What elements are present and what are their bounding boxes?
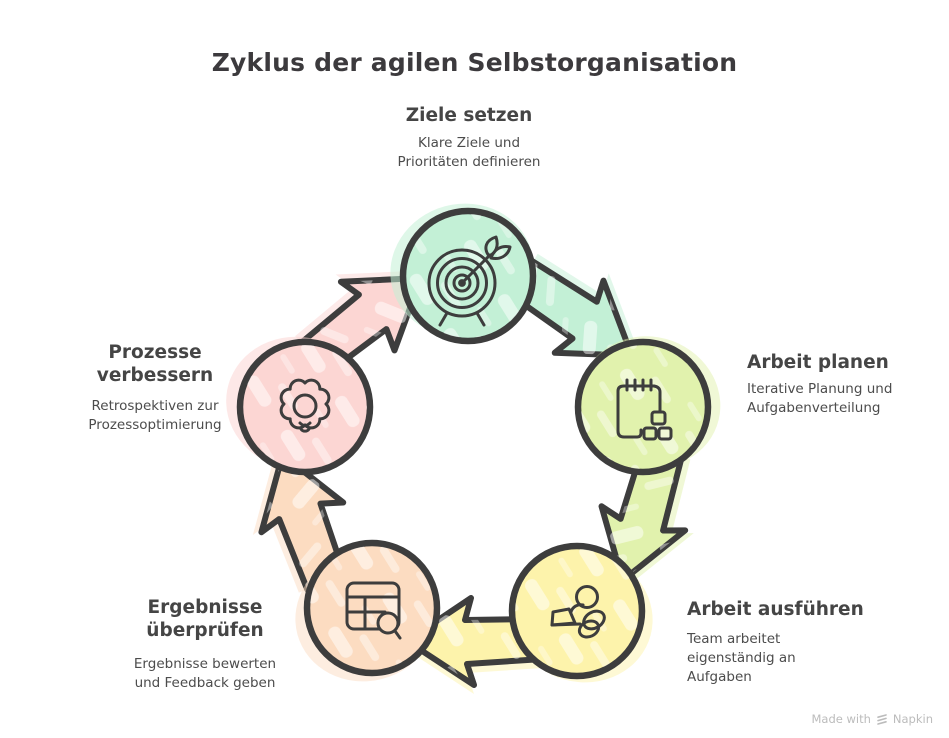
node-label: Ziele setzen <box>405 105 533 126</box>
node-circle-ergebnisse-ueberpruefen <box>295 539 441 682</box>
node-label: Arbeit ausführen <box>687 599 864 620</box>
node-text-prozesse-verbessern: Prozesse verbessern Retrospektiven zur P… <box>0 341 310 435</box>
node-label: Prozesse verbessern <box>96 342 214 386</box>
node-circle-prozesse-verbessern <box>226 336 374 476</box>
node-circle-arbeit-planen <box>574 336 721 476</box>
table-search-icon <box>345 581 402 640</box>
node-circle-ziele-setzen <box>390 203 537 345</box>
person-laptop-icon <box>550 585 606 639</box>
watermark-prefix: Made with <box>811 712 871 726</box>
node-desc: Ergebnisse bewerten und Feedback geben <box>133 656 277 691</box>
watermark-brand: Napkin <box>892 712 933 726</box>
node-text-arbeit-ausfuehren: Arbeit ausführen Team arbeitet eigenstän… <box>687 598 897 687</box>
target-arrow-icon <box>427 235 512 327</box>
gear-bulb-icon <box>279 378 331 433</box>
page-title: Zyklus der agilen Selbstorganisation <box>211 48 738 77</box>
notepad-tasks-icon <box>616 378 673 441</box>
napkin-logo-icon <box>877 713 887 725</box>
node-text-ziele-setzen: Ziele setzen Klare Ziele und Prioritäten… <box>309 104 629 172</box>
node-label: Ergebnisse überprüfen <box>146 597 264 641</box>
node-text-ergebnisse-ueberpruefen: Ergebnisse überprüfen Ergebnisse bewerte… <box>45 596 365 693</box>
node-circle-arbeit-ausfuehren <box>508 542 653 683</box>
node-desc: Team arbeitet eigenständig an Aufgaben <box>687 631 796 685</box>
node-text-arbeit-planen: Arbeit planen Iterative Planung und Aufg… <box>747 351 947 418</box>
watermark[interactable]: Made with Napkin <box>812 712 934 726</box>
node-label: Arbeit planen <box>747 352 889 373</box>
node-desc: Retrospektiven zur Prozessoptimierung <box>88 398 222 433</box>
node-desc: Klare Ziele und Prioritäten definieren <box>397 135 541 170</box>
node-desc: Iterative Planung und Aufgabenverteilung <box>747 381 893 416</box>
